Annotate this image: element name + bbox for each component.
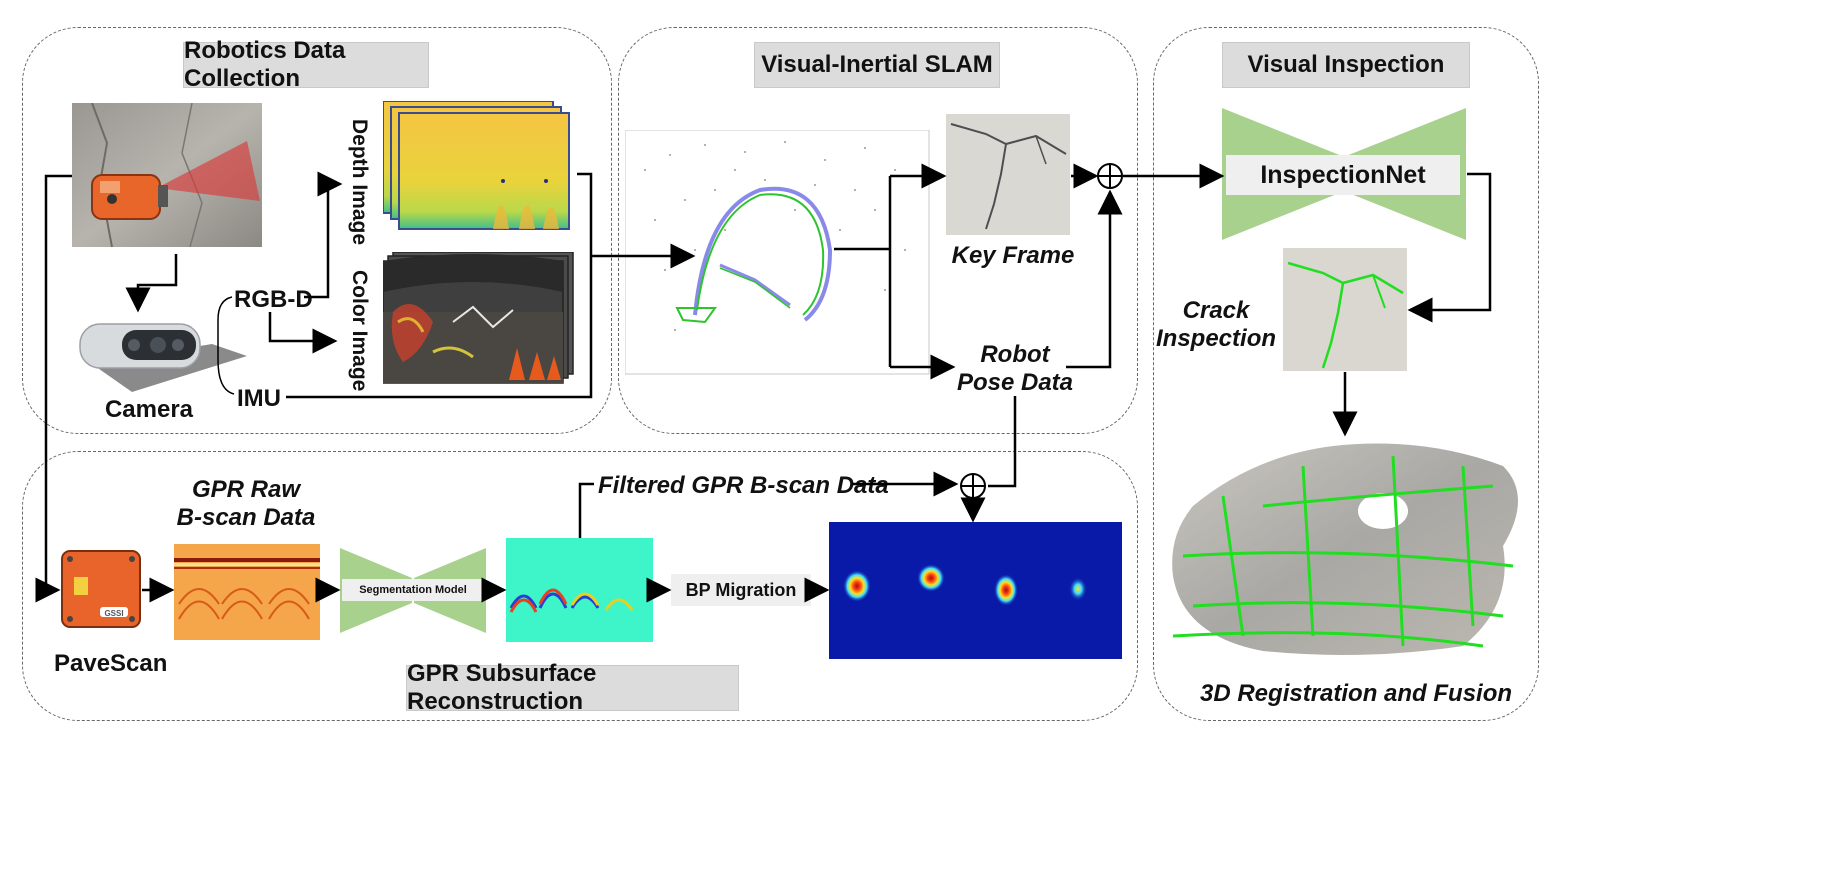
crack-inspection-label-line1: Crack [1182, 297, 1250, 324]
panel-robotics-data-collection [22, 27, 612, 434]
camera-label: Camera [104, 396, 194, 423]
depth-image-stack [383, 101, 570, 230]
key-frame-image [946, 114, 1070, 235]
panel-visual-inspection [1153, 27, 1539, 721]
key-frame-label: Key Frame [951, 242, 1075, 269]
robot-wall-photo [72, 103, 262, 247]
rgbd-label: RGB-D [234, 286, 313, 313]
registration-label: 3D Registration and Fusion [1200, 680, 1513, 707]
title-visual-inertial-slam: Visual-Inertial SLAM [754, 42, 1000, 88]
filtered-gpr-label: Filtered GPR B-scan Data [598, 472, 889, 499]
pavescan-label: PaveScan [54, 650, 168, 677]
gpr-raw-label-line1: GPR Raw [191, 476, 301, 503]
panel-visual-inertial-slam [618, 27, 1138, 434]
crack-inspection-image [1283, 248, 1407, 371]
bp-migration-box: BP Migration [671, 574, 811, 606]
gpr-raw-bscan-image [174, 544, 320, 640]
registration-point-cloud [1172, 443, 1518, 655]
segmentation-model-label: Segmentation Model [342, 579, 484, 601]
robot-pose-label-line1: Robot [980, 341, 1050, 368]
inspectionnet-label: InspectionNet [1226, 155, 1460, 195]
robot-pose-label-line2: Pose Data [956, 369, 1074, 396]
title-visual-inspection: Visual Inspection [1222, 42, 1470, 88]
panel-gpr-subsurface [22, 451, 1138, 721]
gpr-raw-label-line2: B-scan Data [176, 504, 316, 531]
title-robotics-data-collection: Robotics Data Collection [183, 37, 429, 92]
color-image-stack [383, 252, 574, 384]
pavescan-device-text: GSSI [104, 609, 124, 618]
oplus-icon-top [1097, 163, 1123, 189]
camera-device [79, 323, 247, 392]
imu-label: IMU [237, 385, 281, 412]
crack-inspection-label-line2: Inspection [1156, 325, 1277, 352]
filtered-bscan-image [506, 538, 653, 642]
pavescan-device [61, 550, 141, 628]
title-gpr-subsurface-reconstruction: GPR Subsurface Reconstruction [406, 660, 739, 715]
migration-heatmap [829, 522, 1122, 659]
oplus-icon-bottom [960, 473, 986, 499]
